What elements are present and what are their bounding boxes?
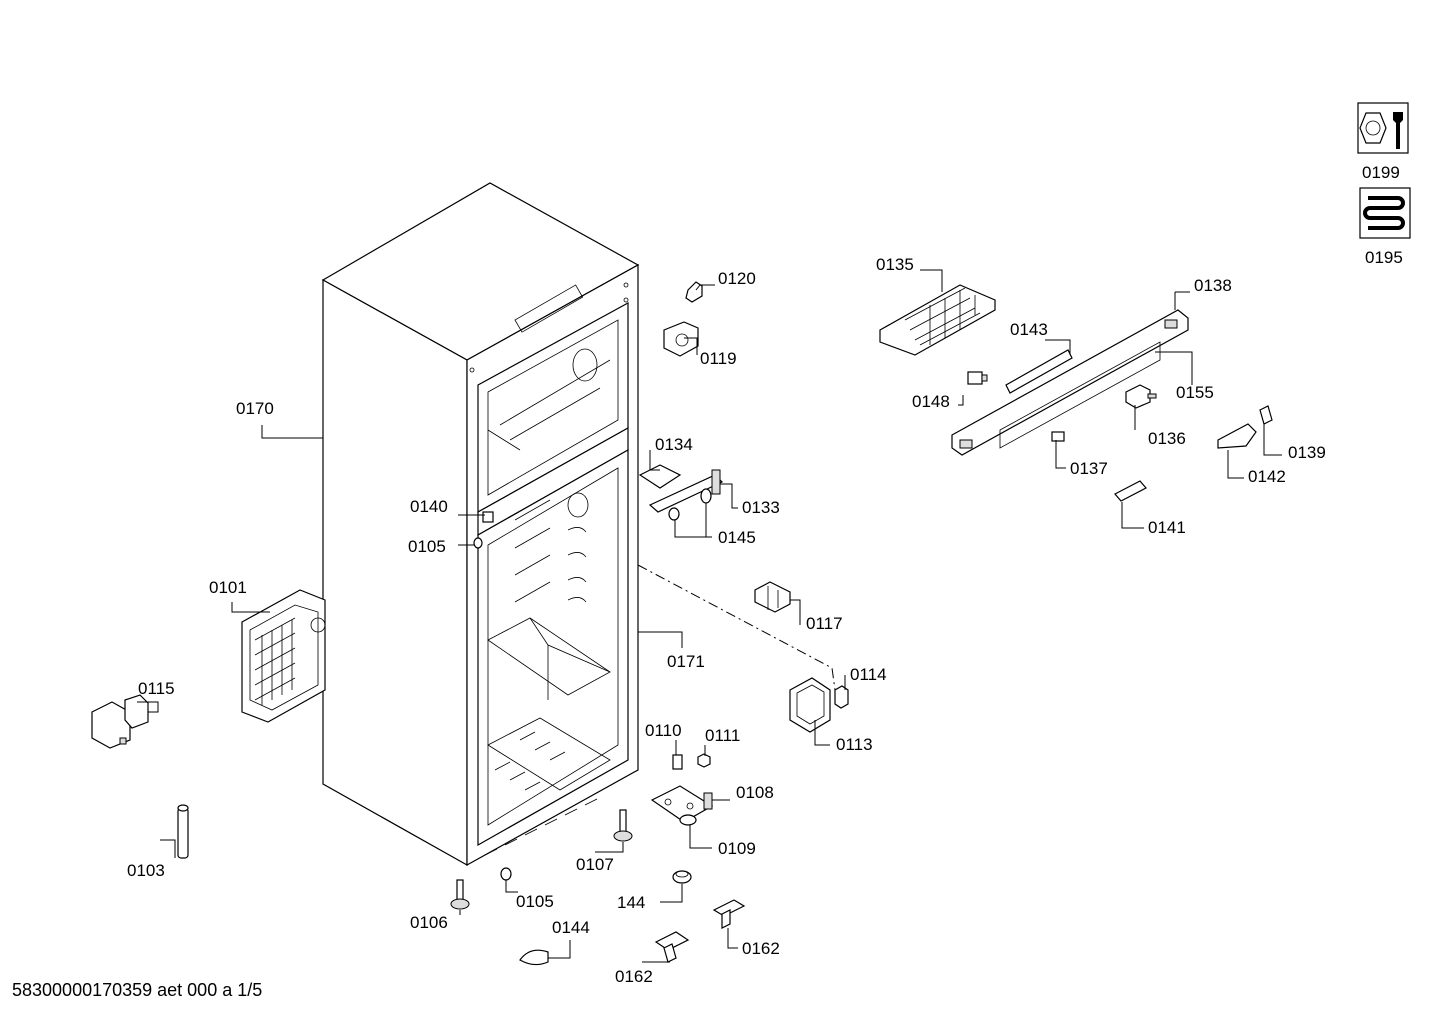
part-label-0117: 0117 <box>806 614 843 633</box>
part-label-0107: 0107 <box>576 855 614 874</box>
part-label-0105-lower: 0105 <box>516 892 554 911</box>
wrench-nut-icon <box>1357 102 1409 154</box>
part-label-0136: 0136 <box>1148 429 1186 448</box>
part-0103-leg <box>177 804 189 859</box>
drawing-reference: 58300000170359 aet 000 a 1/5 <box>12 980 263 1000</box>
part-0105-cap-upper <box>473 537 483 549</box>
part-0145-washer-b <box>700 488 712 504</box>
part-label-0140: 0140 <box>410 497 448 516</box>
part-0106-screw <box>450 879 470 910</box>
part-0143-pcb <box>1005 349 1073 394</box>
part-label-0109: 0109 <box>718 839 756 858</box>
part-label-0143: 0143 <box>1010 320 1048 339</box>
part-0107-screw <box>613 809 633 842</box>
part-label-0134: 0134 <box>655 435 693 454</box>
part-0162-bracket-a <box>712 899 746 929</box>
part-label-0195: 0195 <box>1365 248 1403 267</box>
part-0110-clip <box>672 754 683 770</box>
part-0113-frame <box>789 677 831 733</box>
part-label-0114: 0114 <box>850 665 887 684</box>
part-label-0141: 0141 <box>1148 518 1186 537</box>
part-0145-washer-a <box>668 507 680 521</box>
part-label-0155: 0155 <box>1176 383 1214 402</box>
part-label-0162-right: 0162 <box>742 939 780 958</box>
part-0115-relay <box>91 694 149 749</box>
part-label-0142: 0142 <box>1248 467 1286 486</box>
part-0148-sensor <box>967 371 988 385</box>
part-label-0138: 0138 <box>1194 276 1232 295</box>
part-0141-label <box>1114 480 1147 502</box>
part-label-144: 144 <box>617 893 645 912</box>
part-label-0113: 0113 <box>836 735 873 754</box>
part-label-0105-upper: 0105 <box>408 537 446 556</box>
part-label-0170: 0170 <box>236 399 274 418</box>
part-label-0144: 0144 <box>552 918 590 937</box>
part-label-0115: 0115 <box>138 679 175 698</box>
part-label-0148: 0148 <box>912 392 950 411</box>
part-0136-switch <box>1125 384 1157 409</box>
assembly-line <box>637 564 836 691</box>
part-label-0162-left: 0162 <box>615 967 653 986</box>
part-0105-cap-lower <box>500 867 512 881</box>
fridge-cabinet <box>321 182 640 867</box>
part-label-0139: 0139 <box>1288 443 1326 462</box>
part-label-0199: 0199 <box>1362 163 1400 182</box>
part-0138-control-strip <box>951 309 1189 456</box>
part-0101-rear-cover <box>241 589 326 723</box>
part-label-0111: 0111 <box>705 726 740 745</box>
part-label-0101: 0101 <box>209 578 247 597</box>
part-label-0119: 0119 <box>700 349 737 368</box>
part-label-0106: 0106 <box>410 913 448 932</box>
part-label-0145: 0145 <box>718 528 756 547</box>
part-0119-bracket <box>663 321 699 357</box>
part-0133-hinge <box>648 469 724 513</box>
part-0108-0109-bottom-hinge <box>650 785 714 826</box>
part-label-0137: 0137 <box>1070 459 1108 478</box>
part-0139-tab <box>1259 405 1273 425</box>
part-label-0108: 0108 <box>736 783 774 802</box>
part-0162-bracket-b <box>654 931 690 963</box>
part-0111-nut <box>697 753 711 768</box>
part-0134-hinge-plate <box>638 464 682 489</box>
part-0114-pad <box>834 685 849 709</box>
part-label-0120: 0120 <box>718 269 756 288</box>
part-label-0103: 0103 <box>127 861 165 880</box>
part-labels: 0120 0119 0170 0135 0138 0143 0155 0148 … <box>127 255 1326 986</box>
part-0117-switch <box>754 581 791 613</box>
part-144-cap <box>672 870 692 884</box>
part-0144-cover <box>519 949 549 966</box>
part-0142-cover <box>1217 423 1257 449</box>
part-0140-insert <box>482 511 494 523</box>
part-0135-control-box <box>879 284 996 356</box>
part-label-0133: 0133 <box>742 498 780 517</box>
refrigerant-coil-icon <box>1359 187 1411 239</box>
part-label-0110: 0110 <box>645 721 682 740</box>
part-0137-block <box>1051 431 1065 442</box>
leader-lines <box>137 269 1282 963</box>
part-label-0135: 0135 <box>876 255 914 274</box>
part-label-0171: 0171 <box>667 652 705 671</box>
